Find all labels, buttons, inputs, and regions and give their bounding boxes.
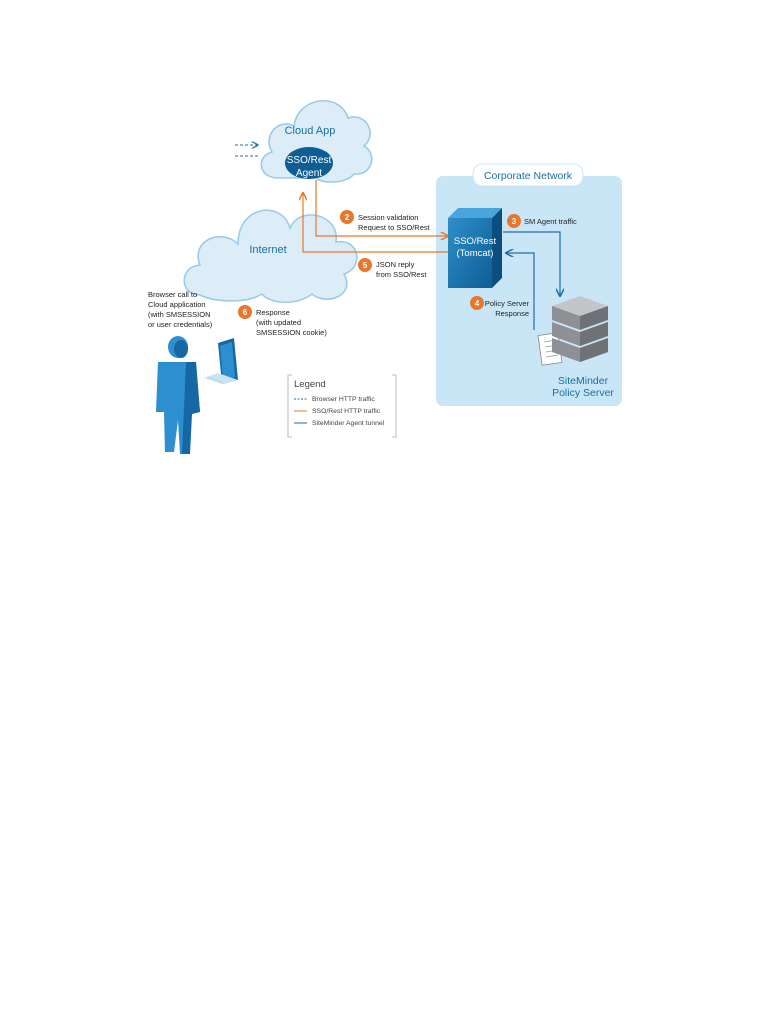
step-4-text-line2: Response (495, 309, 529, 318)
browser-call-line3: (with SMSESSION (148, 310, 211, 319)
legend-item-sso: SSO/Rest HTTP traffic (312, 408, 381, 415)
step-5: 5 JSON reply from SSO/Rest (358, 258, 427, 279)
server-unit-bottom (552, 338, 608, 362)
policy-server-label-line1: SiteMinder (558, 375, 609, 387)
step-5-text-line1: JSON reply (376, 260, 415, 269)
agent-label-line2: Agent (296, 168, 322, 179)
policy-server-stack: SiteMinder Policy Server (537, 296, 614, 399)
agent-label-line1: SSO/Rest (287, 155, 332, 166)
browser-traffic-arrows (235, 145, 260, 157)
step-4: 4 Policy Server Response (470, 296, 529, 318)
browser-call-annotation: Browser call to Cloud application (with … (148, 290, 213, 329)
legend-item-browser: Browser HTTP traffic (312, 396, 375, 403)
step-2: 2 Session validation Request to SSO/Rest (340, 210, 431, 232)
step-3-text-line1: SM Agent traffic (524, 217, 577, 226)
tomcat-label-line2: (Tomcat) (457, 248, 494, 259)
step-6-text-line2: (with updated (256, 318, 301, 327)
legend-title: Legend (294, 379, 326, 390)
step-3-number: 3 (512, 217, 517, 226)
step-5-text-line2: from SSO/Rest (376, 270, 427, 279)
cloud-app-cloud: Cloud App SSO/Rest Agent (260, 100, 373, 183)
server-unit-middle (552, 322, 608, 346)
tomcat-label-line1: SSO/Rest (454, 236, 497, 247)
user-figure-icon (156, 336, 200, 454)
step-4-number: 4 (475, 299, 480, 308)
sso-rest-agent-node (285, 147, 333, 179)
step-6-text-line3: SMSESSION cookie) (256, 328, 327, 337)
cloud-app-title: Cloud App (285, 125, 336, 137)
legend-item-siteminder: SiteMinder Agent tunnel (312, 420, 385, 427)
browser-call-line4: or user credentials) (148, 320, 213, 329)
step-6-text-line1: Response (256, 308, 290, 317)
internet-label: Internet (249, 244, 286, 256)
step-3: 3 SM Agent traffic (507, 214, 577, 228)
step-2-text-line1: Session validation (358, 213, 418, 222)
step-5-number: 5 (363, 261, 368, 270)
step-6: 6 Response (with updated SMSESSION cooki… (238, 305, 327, 337)
server-unit-top (552, 296, 608, 330)
legend: Legend Browser HTTP traffic SSO/Rest HTT… (287, 374, 397, 438)
step-2-text-line2: Request to SSO/Rest (358, 223, 431, 232)
siteminder-tunnel-lines (503, 231, 560, 330)
corporate-network-title: Corporate Network (484, 170, 573, 182)
step-4-text-line1: Policy Server (485, 299, 530, 308)
sso-rest-traffic-lines (303, 180, 448, 253)
sso-rest-tomcat-server: SSO/Rest (Tomcat) (448, 208, 502, 288)
step-6-number: 6 (243, 308, 248, 317)
browser-call-line1: Browser call to (148, 290, 197, 299)
browser-call-line2: Cloud application (148, 300, 206, 309)
laptop-icon (204, 338, 238, 384)
step-2-number: 2 (345, 213, 350, 222)
policy-server-label-line2: Policy Server (552, 387, 614, 399)
internet-cloud: Internet (183, 209, 358, 304)
